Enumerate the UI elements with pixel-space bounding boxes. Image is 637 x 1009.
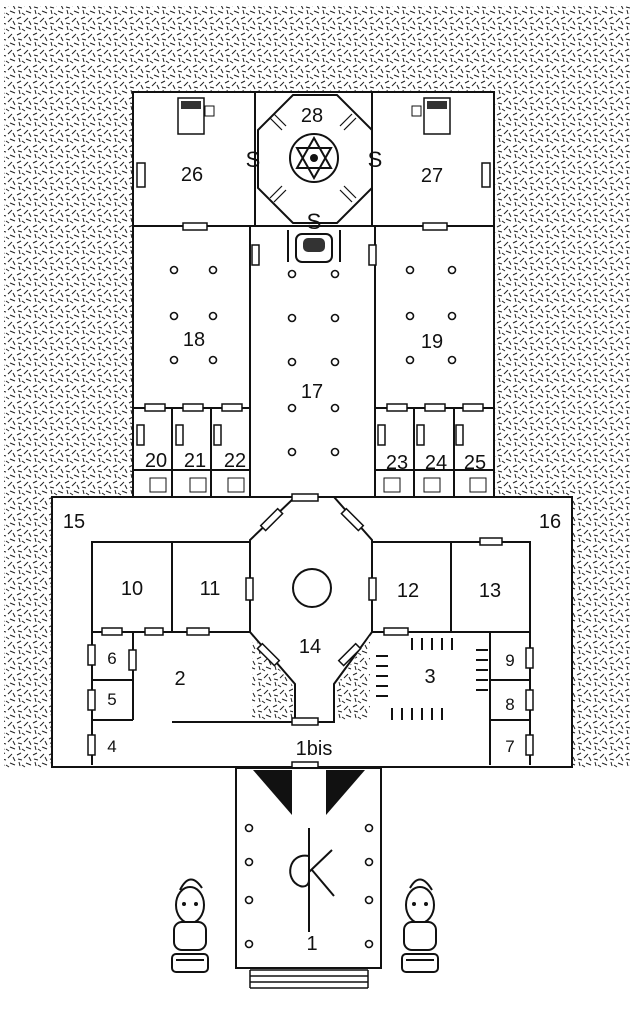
room-label-12: 12 (397, 580, 419, 602)
room-label-4: 4 (107, 737, 116, 756)
room-label-8: 8 (505, 695, 514, 714)
room-label-16: 16 (539, 511, 561, 533)
room-label-25: 25 (464, 452, 486, 474)
monogram-icon (289, 828, 335, 932)
entrance-buttress-right (326, 770, 365, 815)
statue-marker-center: S (307, 209, 322, 234)
room-label-24: 24 (425, 452, 447, 474)
room-label-9: 9 (505, 651, 514, 670)
room-label-27: 27 (421, 165, 443, 187)
pillars-17 (287, 269, 340, 457)
central-well (292, 568, 332, 608)
throne-icon (287, 230, 341, 263)
statue-marker-right: S (368, 147, 383, 172)
room-label-6: 6 (107, 649, 116, 668)
room-label-13: 13 (479, 580, 501, 602)
room-label-21: 21 (184, 450, 206, 472)
room-label-26: 26 (181, 164, 203, 186)
pillars-1 (244, 823, 374, 949)
pillars-18 (169, 265, 218, 365)
room-label-14: 14 (299, 636, 321, 658)
room-label-2: 2 (174, 668, 185, 690)
hexagram-icon (289, 133, 339, 183)
room-label-11: 11 (200, 578, 221, 600)
room-label-23: 23 (386, 452, 408, 474)
entrance-buttress-left (253, 770, 292, 815)
room-label-22: 22 (224, 450, 246, 472)
room-label-28: 28 (301, 105, 323, 127)
room-label-20: 20 (145, 450, 167, 472)
room-label-18: 18 (183, 329, 205, 351)
room-label-3: 3 (424, 666, 435, 688)
statue-marker-left: S (246, 147, 261, 172)
guardian-statue-icon (401, 878, 439, 973)
bed-icon (177, 97, 215, 135)
room-label-1: 1 (306, 933, 317, 955)
room-label-7: 7 (505, 737, 514, 756)
room-label-15: 15 (63, 511, 85, 533)
room-label-17: 17 (301, 381, 323, 403)
bed-icon (411, 97, 451, 135)
room-label-5: 5 (107, 690, 116, 709)
room-label-10: 10 (121, 578, 143, 600)
guardian-statue-icon (171, 878, 209, 973)
pillars-19 (405, 265, 457, 365)
room-label-19: 19 (421, 331, 443, 353)
room-label-1bis: 1bis (296, 738, 333, 760)
